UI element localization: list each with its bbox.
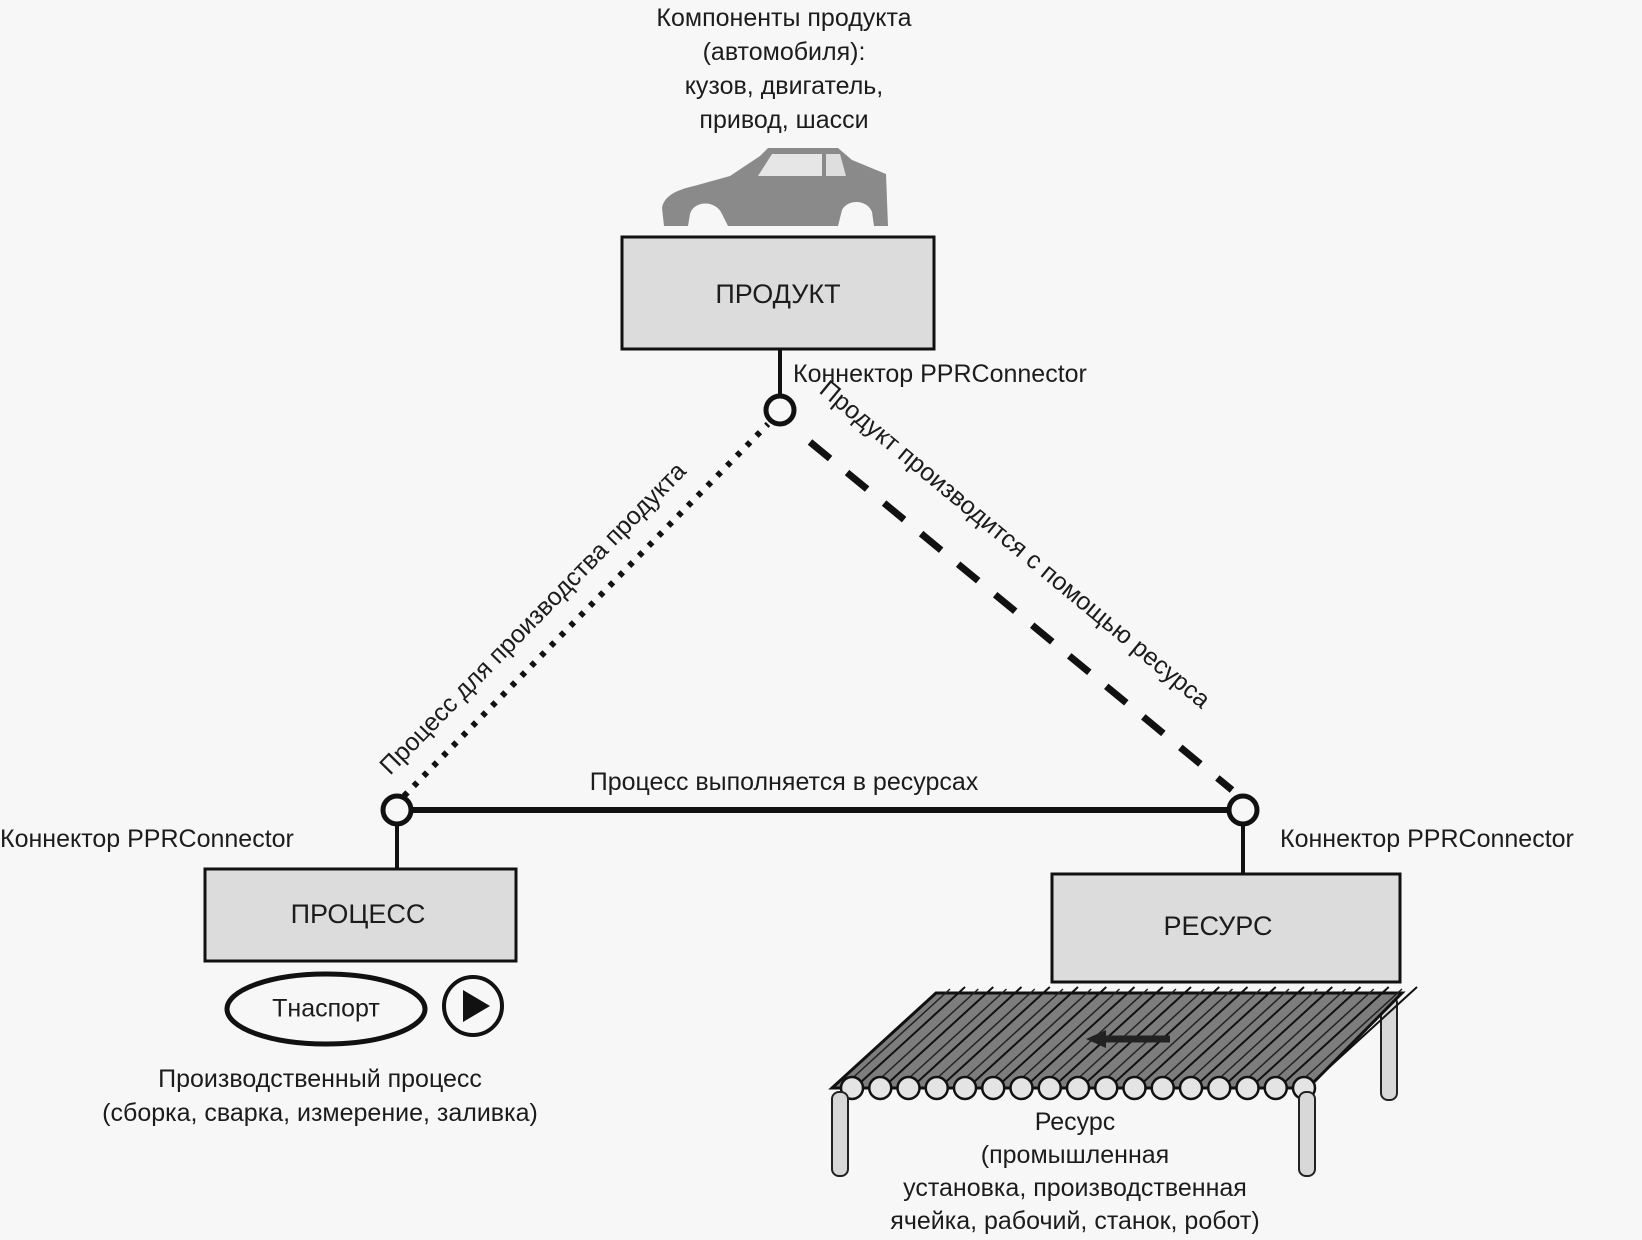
- process-badge-label: Тнаспорт: [272, 995, 380, 1023]
- conveyor-roller-stripe: [958, 988, 1064, 1085]
- conveyor-roller-stripe: [888, 986, 994, 1083]
- product-caption-line: привод, шасси: [699, 106, 868, 134]
- edge-process-resource-label: Процесс выполняется в ресурсах: [590, 768, 979, 796]
- car-icon: [662, 148, 888, 226]
- play-icon[interactable]: [442, 975, 504, 1037]
- conveyor-roller-stripe: [1001, 986, 1107, 1083]
- conveyor-roller-stripe: [845, 988, 951, 1085]
- conveyor-roller-stripe: [860, 986, 966, 1083]
- play-icon-triangle: [463, 990, 490, 1022]
- conveyor-roller-stripe: [1240, 988, 1347, 1085]
- conveyor-roller: [868, 1075, 893, 1101]
- conveyor-roller: [1263, 1075, 1288, 1101]
- process-connector-node[interactable]: [380, 793, 414, 827]
- resource-caption-line: (промышленная: [981, 1141, 1169, 1169]
- edge-product-resource[interactable]: [807, 439, 1235, 793]
- resource-box-label: РЕСУРС: [1164, 911, 1273, 941]
- process-caption-line: Производственный процесс: [158, 1065, 482, 1093]
- conveyor-roller-stripe: [1199, 986, 1305, 1083]
- resource-caption-line: ячейка, рабочий, станок, робот): [890, 1207, 1259, 1235]
- conveyor-roller-stripe: [1156, 988, 1262, 1085]
- product-box-rect[interactable]: [620, 235, 936, 351]
- product-caption-line: Компоненты продукта: [656, 4, 911, 32]
- product-box-label: ПРОДУКТ: [715, 279, 840, 309]
- conveyor-roller-stripe: [916, 986, 1023, 1083]
- conveyor-roller: [1065, 1075, 1091, 1101]
- process-box-label: ПРОЦЕСС: [291, 899, 426, 929]
- edge-process-product[interactable]: [401, 421, 771, 799]
- conveyor-roller-stripe: [1114, 986, 1220, 1083]
- conveyor-roller-stripe: [1086, 986, 1192, 1083]
- conveyor-roller-stripe: [1127, 988, 1234, 1085]
- edge-product-resource-label: Продукт производится с помощью ресурса: [814, 375, 1216, 714]
- conveyor-roller-stripe: [1029, 986, 1136, 1083]
- product-box[interactable]: ПРОДУКТ: [620, 235, 936, 351]
- resource-caption-line: установка, производственная: [903, 1174, 1247, 1202]
- conveyor-roller-stripe: [1255, 986, 1362, 1083]
- conveyor-roller: [1178, 1075, 1204, 1101]
- conveyor-icon: [828, 986, 1418, 1177]
- product-connector-node[interactable]: [763, 393, 797, 427]
- conveyor-roller-stripe: [1142, 986, 1249, 1083]
- conveyor-roller-stripe: [986, 988, 1092, 1085]
- conveyor-roller-stripe: [1171, 986, 1277, 1083]
- product-caption-line: кузов, двигатель,: [685, 72, 884, 100]
- conveyor-roller-stripe: [945, 986, 1051, 1083]
- conveyor-roller: [952, 1075, 978, 1101]
- resource-caption-line: Ресурс: [1035, 1108, 1116, 1136]
- conveyor-roller-stripe: [930, 988, 1036, 1085]
- conveyor-roller-stripe: [1212, 988, 1318, 1085]
- play-icon-circle[interactable]: [442, 975, 504, 1037]
- conveyor-roller-stripe: [1297, 988, 1403, 1085]
- resource-connector-label: Коннектор PPRConnector: [1280, 825, 1574, 853]
- conveyor-roller-stripe: [1014, 988, 1121, 1085]
- process-box[interactable]: ПРОЦЕСС: [203, 867, 518, 963]
- process-connector-label: Коннектор PPRConnector: [0, 825, 294, 853]
- conveyor-roller: [1207, 1075, 1232, 1101]
- conveyor-roller-stripe: [901, 988, 1008, 1085]
- car-window-rear: [826, 154, 846, 176]
- conveyor-roller-stripe: [1227, 986, 1333, 1083]
- conveyor-roller-stripe: [1269, 988, 1375, 1085]
- conveyor-roller-stripe: [1058, 986, 1164, 1083]
- conveyor-roller: [981, 1075, 1006, 1101]
- process-caption: Производственный процесс (сборка, сварка…: [102, 1065, 538, 1127]
- product-connector-label: Коннектор PPRConnector: [793, 360, 1087, 388]
- process-badge[interactable]: Тнаспорт: [224, 971, 428, 1047]
- process-box-rect[interactable]: [203, 867, 518, 963]
- resource-box[interactable]: РЕСУРС: [1050, 872, 1402, 984]
- conveyor-roller: [1094, 1075, 1119, 1101]
- conveyor-roller-stripe: [973, 986, 1079, 1083]
- conveyor-roller: [1122, 1075, 1147, 1101]
- product-caption-line: (автомобиля):: [703, 38, 866, 66]
- conveyor-roller: [924, 1075, 949, 1101]
- resource-box-rect[interactable]: [1050, 872, 1402, 984]
- conveyor-roller-stripe: [1284, 986, 1390, 1083]
- car-window-front: [758, 154, 822, 176]
- process-badge-ellipse[interactable]: [224, 971, 428, 1047]
- edge-process-product-label: Процесс для производства продукта: [374, 457, 691, 780]
- process-caption-line: (сборка, сварка, измерение, заливка): [102, 1099, 538, 1127]
- conveyor-roller-stripe: [1184, 988, 1290, 1085]
- conveyor-roller: [1009, 1075, 1034, 1101]
- conveyor-roller: [1235, 1075, 1260, 1101]
- conveyor-direction-arrow: [1086, 1030, 1170, 1048]
- product-caption: Компоненты продукта (автомобиля): кузов,…: [656, 4, 911, 134]
- conveyor-roller-stripe: [1312, 986, 1418, 1083]
- conveyor-roller-stripe: [873, 988, 979, 1085]
- conveyor-leg: [831, 1091, 849, 1177]
- conveyor-roller: [1150, 1075, 1175, 1101]
- resource-connector-node[interactable]: [1226, 793, 1260, 827]
- conveyor-roller: [896, 1075, 921, 1101]
- resource-caption: Ресурс (промышленная установка, производ…: [890, 1108, 1259, 1235]
- conveyor-roller: [1037, 1075, 1062, 1101]
- conveyor-leg: [1298, 1091, 1316, 1177]
